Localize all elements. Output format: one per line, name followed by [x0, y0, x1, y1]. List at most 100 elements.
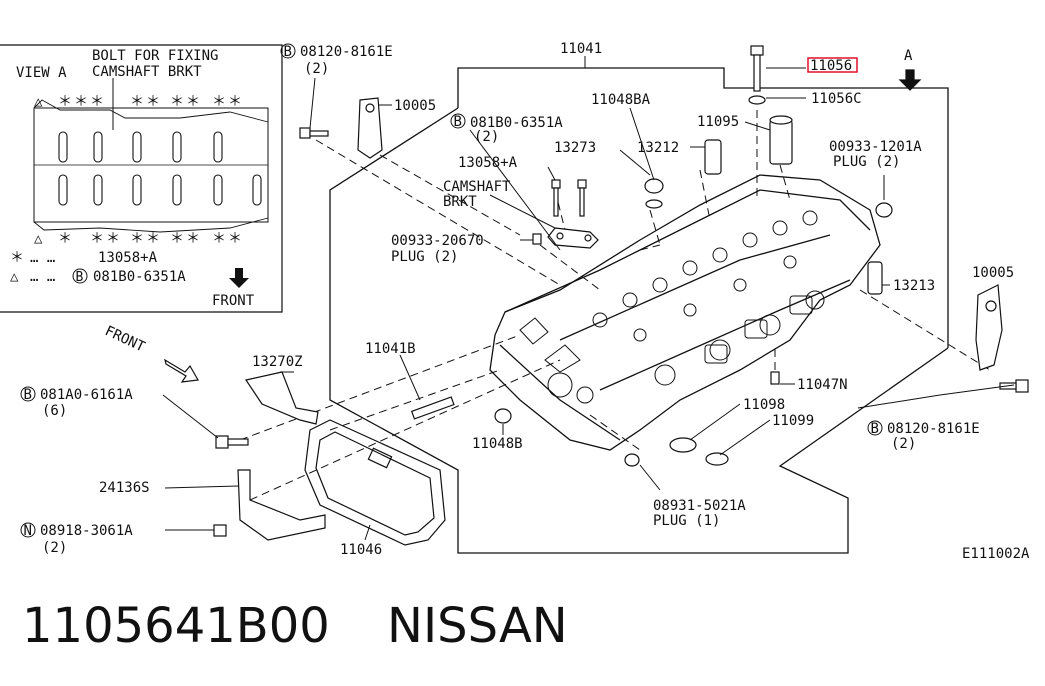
leader-lines [162, 67, 1015, 541]
view-a-arrow-icon [898, 69, 922, 91]
label-11048ba: 11048BA [591, 92, 651, 108]
washer-11098-icon [669, 437, 697, 453]
label-08120-right-qty: (2) [891, 436, 916, 452]
svg-text:B: B [76, 270, 84, 285]
svg-text:＊: ＊ [146, 94, 160, 110]
label-brkt: BRKT [443, 194, 477, 210]
svg-text:＊: ＊ [58, 231, 72, 247]
b-icon: B [454, 114, 462, 130]
seal-11048ba-icon [644, 178, 664, 209]
label-00933-20670: 00933-20670 [391, 233, 484, 249]
highlight-box [807, 57, 858, 73]
label-00933-1201a: 00933-1201A [829, 139, 922, 155]
label-081b0: 081B0-6351A [470, 115, 563, 131]
bracket-24136s-icon [237, 469, 326, 541]
stud-11041b-icon [410, 396, 455, 420]
svg-text:＊: ＊ [186, 94, 200, 110]
bolt-08120-left-icon [299, 127, 329, 139]
label-camshaft: CAMSHAFT [443, 179, 511, 195]
label-13213: 13213 [893, 278, 935, 294]
parts [164, 45, 1029, 546]
part-labels: 11041 11056 11056C A 08120-8161E (2) 100… [40, 41, 1030, 562]
svg-text:＊: ＊ [146, 231, 160, 247]
label-13273: 13273 [554, 140, 596, 156]
svg-text:＊: ＊ [130, 94, 144, 110]
seal-11048b-icon [494, 408, 512, 424]
label-08120-top: 08120-8161E [300, 44, 393, 60]
label-11041: 11041 [560, 41, 602, 57]
label-11056: 11056 [810, 58, 852, 74]
assembly-dash-lines [239, 110, 991, 501]
label-plug-2-right: PLUG (2) [833, 154, 900, 170]
plug-00933-1201a-icon [875, 202, 893, 218]
label-11047n: 11047N [797, 377, 848, 393]
washer-11056c-icon [748, 95, 766, 105]
view-title-line1: BOLT FOR FIXING [92, 48, 218, 64]
label-08918: 08918-3061A [40, 523, 133, 539]
bolt-081a0-icon [215, 435, 249, 449]
b-icon: B [24, 387, 32, 403]
label-plug-1: PLUG (1) [653, 513, 720, 529]
sealant-tube-13270z-icon [245, 371, 319, 425]
gasket-11046-icon [304, 419, 446, 546]
svg-text:＊: ＊ [170, 231, 184, 247]
svg-text:＊: ＊ [212, 231, 226, 247]
label-11046: 11046 [340, 542, 382, 558]
sleeve-13212-icon [704, 139, 722, 175]
legend-dots: … … [30, 250, 55, 266]
label-11099: 11099 [772, 413, 814, 429]
sleeve-13213-icon [867, 261, 883, 295]
legend-star-mark: ＊ [10, 250, 24, 266]
label-24136s: 24136S [99, 480, 150, 496]
label-08918-qty: (2) [42, 540, 67, 556]
label-front-arrow: FRONT [102, 323, 147, 356]
label-plug-2-left: PLUG (2) [391, 249, 458, 265]
dowel-11095-icon [769, 115, 793, 165]
label-13058: 13058+A [458, 155, 518, 171]
front-down-arrow-icon [229, 268, 249, 288]
svg-text:＊: ＊ [90, 94, 104, 110]
part-number: 1105641B00 [22, 598, 330, 654]
label-10005-left: 10005 [394, 98, 436, 114]
view-a-stars: △ ＊＊＊ ＊＊ ＊＊ ＊＊ △ ＊ ＊＊ ＊＊ ＊＊ ＊＊ [34, 94, 242, 247]
label-081b0-qty: (2) [474, 129, 499, 145]
label-10005-right: 10005 [972, 265, 1014, 281]
bolt-11056-icon [750, 45, 764, 92]
frame-outline [329, 56, 949, 554]
camshaft-bracket-icon [547, 227, 599, 249]
svg-text:＊: ＊ [228, 94, 242, 110]
bolt-13058-icon [551, 179, 587, 217]
b-circle-icon: B [72, 268, 88, 285]
svg-text:＊: ＊ [228, 231, 242, 247]
legend-triangle-mark: △ [10, 269, 19, 285]
label-08120-top-qty: (2) [304, 61, 329, 77]
svg-text:＊: ＊ [170, 94, 184, 110]
plug-11047n-icon [770, 371, 780, 385]
triangle-mark: △ [34, 94, 43, 110]
nut-08918-icon [213, 524, 227, 537]
view-a-inset [0, 44, 283, 313]
svg-text:＊: ＊ [186, 231, 200, 247]
plug-00933-20670-icon [532, 233, 542, 245]
plug-08931-icon [624, 453, 640, 467]
b-icon: B [284, 44, 292, 60]
label-11048b: 11048B [472, 436, 523, 452]
svg-text:… …: … … [30, 269, 55, 285]
brand-name: NISSAN [387, 598, 568, 654]
b-circle-markers [20, 43, 883, 538]
svg-text:＊: ＊ [212, 94, 226, 110]
label-081a0: 081A0-6161A [40, 387, 133, 403]
label-view-a: A [904, 48, 913, 64]
svg-text:＊: ＊ [106, 231, 120, 247]
svg-text:＊: ＊ [90, 231, 104, 247]
front-arrow-icon [164, 358, 199, 383]
label-11041b: 11041B [365, 341, 416, 357]
label-13212: 13212 [637, 140, 679, 156]
label-13270z: 13270Z [252, 354, 303, 370]
label-081a0-qty: (6) [42, 403, 67, 419]
svg-text:＊: ＊ [74, 94, 88, 110]
inset-front-label: FRONT [212, 293, 255, 309]
bracket-10005-right-icon [975, 284, 1003, 371]
view-title-line2: CAMSHAFT BRKT [92, 64, 202, 80]
